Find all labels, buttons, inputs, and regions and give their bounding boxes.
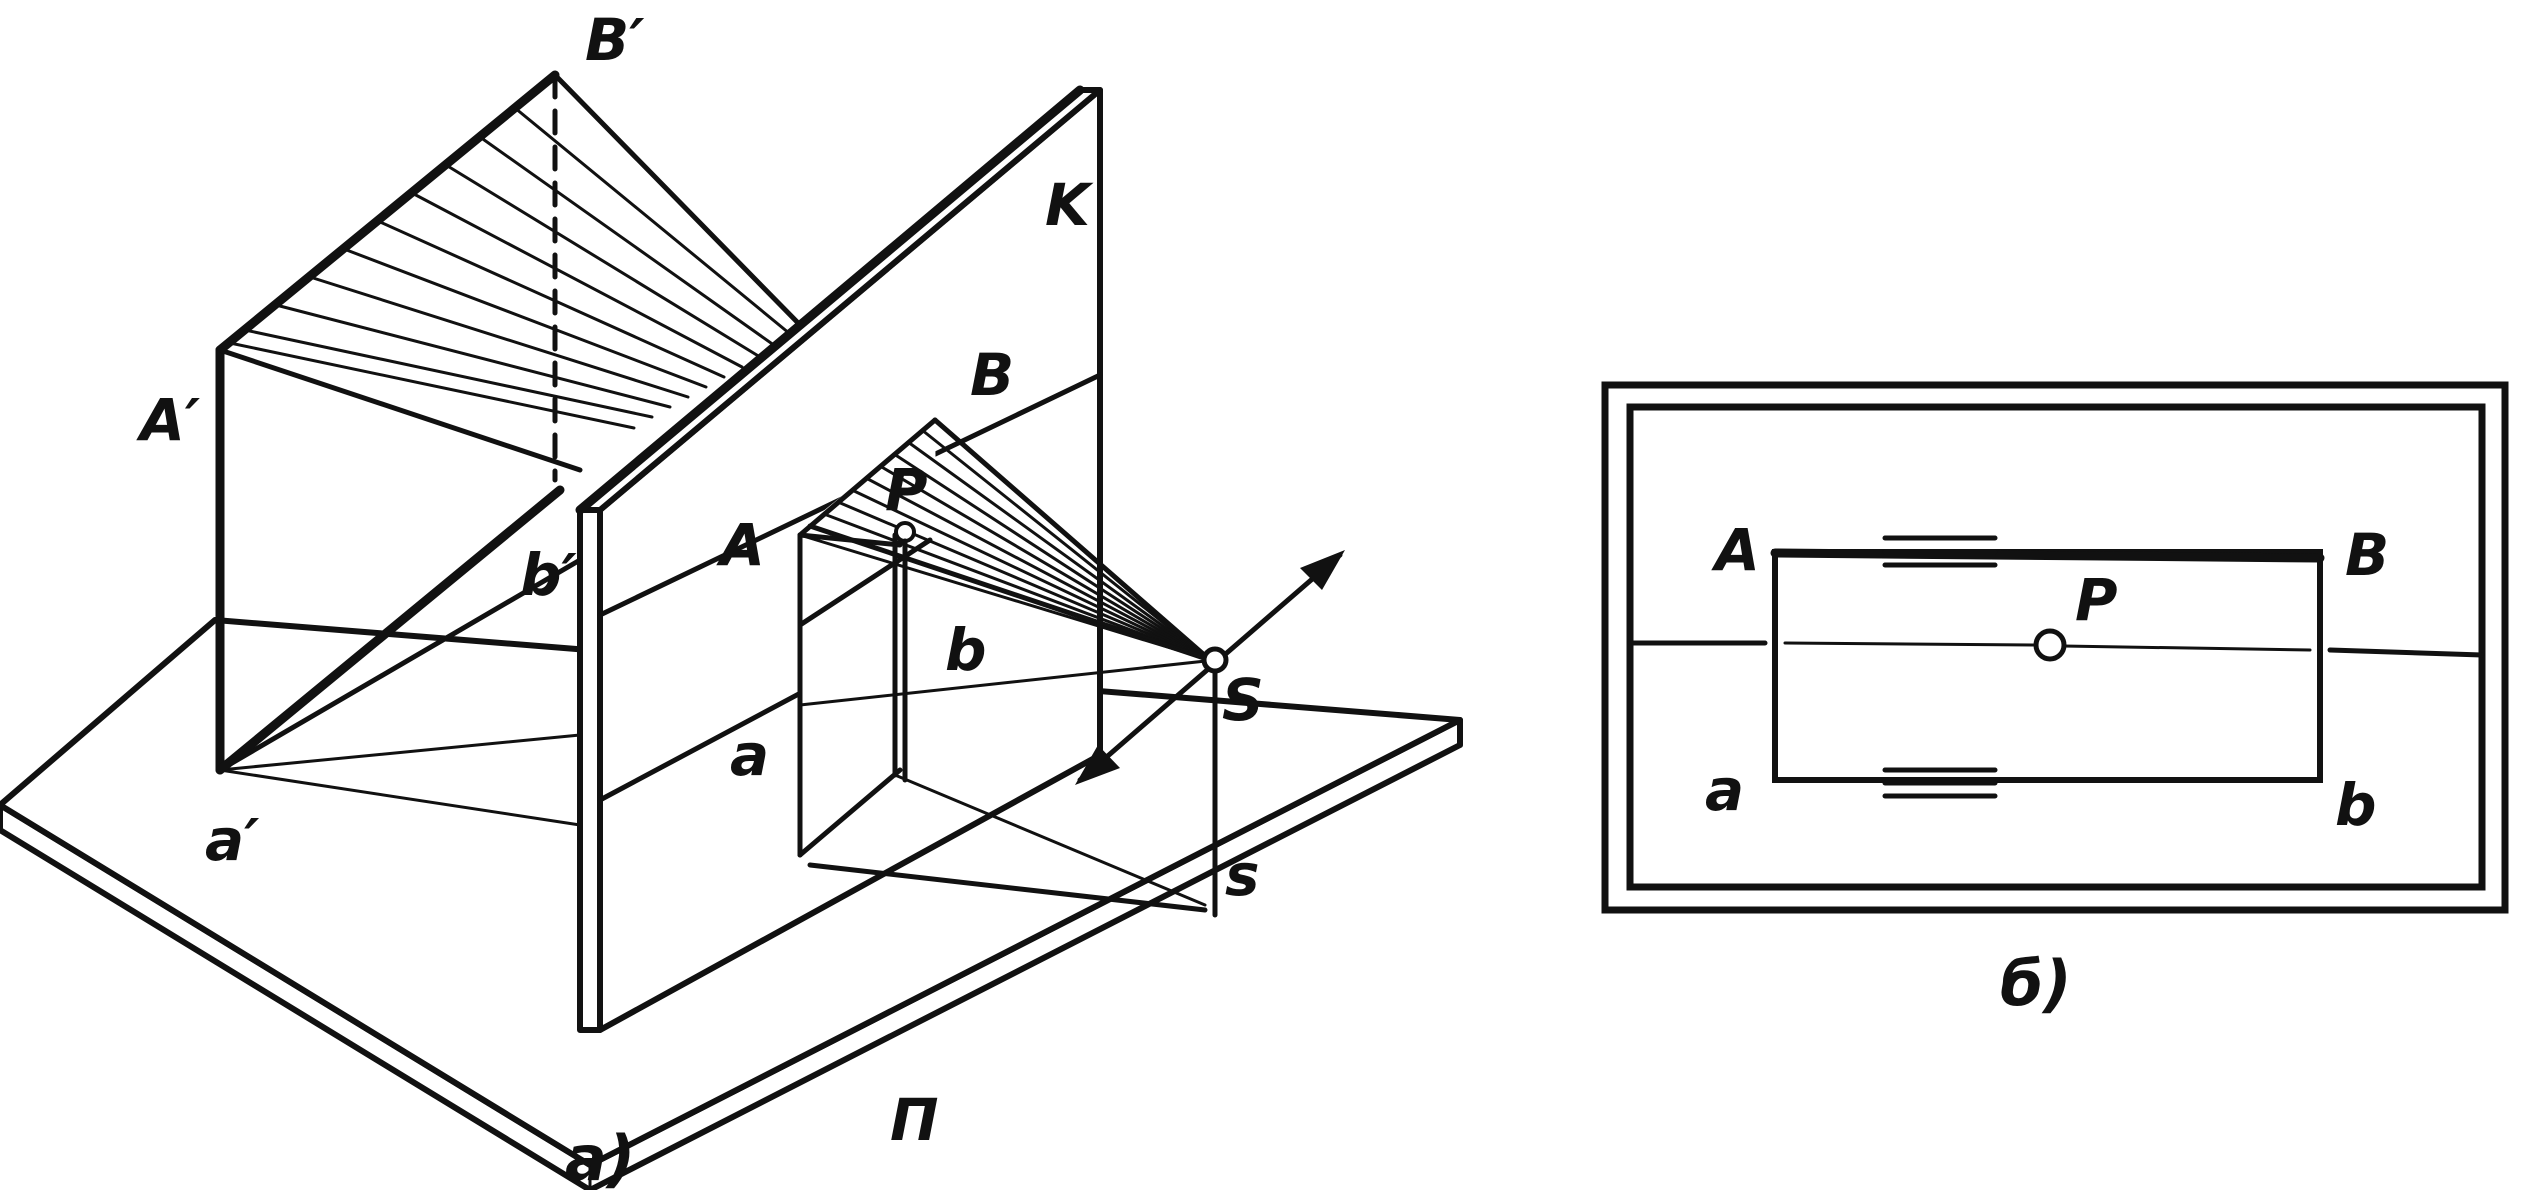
label-a: a (730, 721, 769, 789)
label-b-A: A (1711, 516, 1760, 584)
label-s: s (1225, 841, 1260, 909)
label-b-P: P (2075, 566, 2118, 634)
label-Pi: П (890, 1086, 939, 1154)
label-K: K (1045, 171, 1094, 239)
ground-projection-far (217, 557, 583, 827)
label-B-prime: B′ (585, 6, 645, 74)
hatch-marks-top (1882, 535, 1998, 568)
label-A-prime: A′ (136, 386, 200, 454)
figure-b-picture: A B P a b б) (1601, 381, 2509, 1020)
far-object (215, 70, 808, 775)
arrow-head-down-left (1075, 745, 1120, 785)
label-P: P (885, 456, 928, 524)
caption-b: б) (2000, 947, 2072, 1020)
arrow-head-up-right (1300, 550, 1345, 590)
hatch-marks-bottom (1882, 767, 1998, 799)
label-b-B: B (2345, 521, 2389, 589)
label-B: B (970, 341, 1014, 409)
label-b: b (945, 616, 987, 684)
label-b-a: a (1705, 756, 1744, 824)
label-b-b: b (2335, 771, 2377, 839)
eye-point-S (1201, 646, 1229, 674)
caption-a: a) (565, 1122, 635, 1190)
station-point (894, 521, 1345, 918)
label-A: A (716, 511, 765, 579)
label-S: S (1222, 666, 1264, 734)
label-a-prime: a′ (205, 806, 259, 874)
point-P-marker (894, 521, 916, 543)
far-object-hatching (228, 106, 797, 430)
picture-frame-inner (1626, 403, 2486, 891)
point-P-circle (2033, 628, 2067, 662)
label-b-prime: b′ (520, 541, 577, 609)
visual-rays (798, 417, 1213, 663)
figure-a-perspective-scene: B′ A′ b′ a′ K B A P b a S s П a) (0, 6, 1463, 1190)
